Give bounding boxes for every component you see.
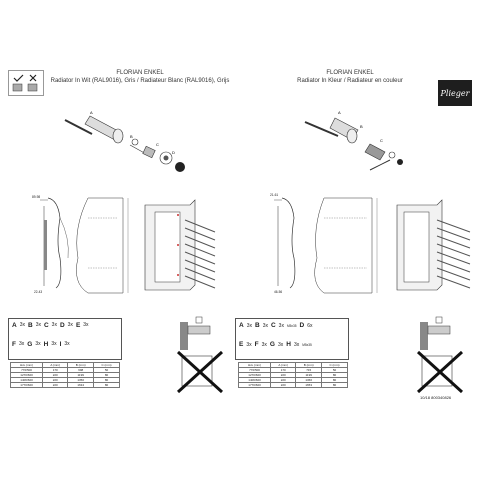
left-subtitle: Radiator In Wit (RAL9016), Gris / Radiat… (50, 78, 230, 84)
part-note: M5x35 (286, 324, 297, 328)
part-qty: 3x (246, 323, 252, 329)
part-qty: 3x (35, 341, 41, 347)
brand-logo: Plieger (438, 80, 472, 106)
part-qty: 3x (67, 322, 73, 328)
part-qty: 3x (246, 342, 252, 348)
part-letter: I (59, 341, 62, 348)
right-heading: FLORIAN ENKEL (326, 70, 374, 76)
table-cell: 1653 (295, 382, 323, 388)
part-letter: C (270, 322, 276, 329)
table-cell: 80 (321, 382, 348, 388)
svg-text:C: C (156, 142, 159, 147)
part-note: M5x35 (302, 343, 312, 347)
part-letter: A (239, 322, 244, 329)
wall-mount-icon (420, 312, 460, 350)
part-qty: 3x (51, 322, 57, 328)
table-cell: 1770/600 (9, 382, 44, 388)
part-letter: A (12, 322, 17, 329)
part-letter: E (75, 322, 81, 329)
right-dim-bottom: 46-56 (274, 290, 283, 294)
right-wall-drawing (392, 199, 474, 295)
left-wall-drawing (140, 199, 220, 295)
part-letter: G (27, 341, 33, 348)
table-cell: 220 (42, 382, 69, 388)
left-dim-bottom: 22-43 (34, 290, 43, 294)
left-heading: FLORIAN ENKEL (116, 70, 164, 76)
right-dimension-drawing (262, 188, 387, 308)
svg-text:B: B (130, 134, 133, 139)
part-qty: 3x (261, 342, 267, 348)
part-qty: 6x (307, 323, 313, 329)
svg-text:D: D (172, 150, 175, 155)
part-letter: D (299, 322, 305, 329)
table-cell: 1634 (67, 382, 95, 388)
part-qty: 3x (51, 341, 57, 347)
part-qty: 3x (19, 322, 25, 328)
svg-text:A: A (90, 110, 93, 115)
warning-cross-icon (416, 350, 464, 394)
right-exploded-fixing-drawing: A B C (300, 100, 410, 180)
svg-text:B: B (360, 124, 363, 129)
svg-text:C: C (380, 138, 383, 143)
part-qty: 3x (262, 323, 268, 329)
part-qty: 3x (18, 341, 25, 347)
table-cell: 80 (93, 382, 120, 388)
part-qty: 3x (35, 322, 41, 328)
right-subtitle: Radiator In Kleur / Radiateur en couleur (297, 78, 403, 84)
part-letter: B (27, 322, 33, 329)
footer-code: 10/18 800340826 (420, 395, 452, 400)
part-qty: 3x (278, 323, 284, 329)
part-qty: 3x (83, 322, 89, 328)
svg-text:A: A (338, 110, 341, 115)
part-letter: C (43, 322, 49, 329)
part-qty: 3x (293, 342, 300, 348)
part-letter: F (12, 341, 16, 348)
part-letter: B (254, 322, 260, 329)
wall-mount-icon (180, 312, 220, 350)
part-letter: F (254, 341, 259, 348)
part-letter: H (286, 341, 291, 348)
warning-cross-icon (176, 350, 224, 394)
left-exploded-fixing-drawing: A B C D (60, 100, 190, 180)
part-letter: H (43, 341, 49, 348)
part-qty: 3x (277, 342, 284, 348)
table-cell: 1770/600 (237, 382, 272, 388)
part-letter: D (59, 322, 65, 329)
part-qty: 3x (64, 341, 70, 347)
left-dimension-drawing (28, 188, 133, 308)
part-letter: E (239, 341, 244, 348)
part-letter: G (269, 341, 275, 348)
table-cell: 220 (270, 382, 297, 388)
left-dim-top: 89-98 (32, 195, 41, 199)
right-dim-top: 21-61 (270, 193, 279, 197)
tools-icon (8, 70, 44, 96)
